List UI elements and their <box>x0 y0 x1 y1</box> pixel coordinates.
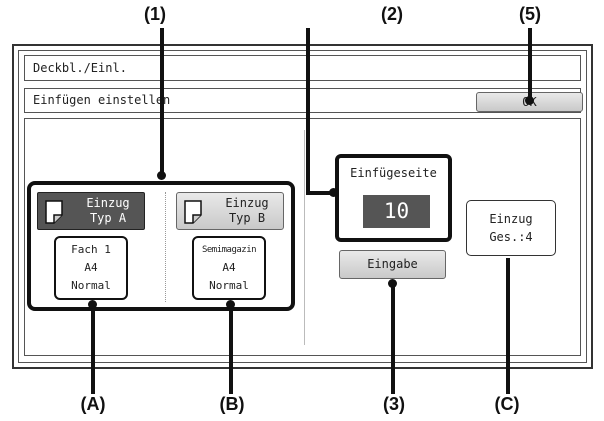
tray-a-info-size: A4 <box>84 261 98 274</box>
settings-header-text: Einfügen einstellen <box>33 93 171 107</box>
tray-b-info: Semimagazin A4 Normal <box>192 236 266 300</box>
leader-line-5 <box>528 28 532 101</box>
leader-line-2 <box>306 28 310 195</box>
callout-1: (1) <box>144 4 166 24</box>
insert-page-value[interactable]: 10 <box>363 195 430 228</box>
leader-line-a <box>91 304 95 394</box>
paper-icon <box>45 200 63 224</box>
screen-inner <box>18 50 587 363</box>
tray-b-info-tray: Semimagazin <box>201 245 257 255</box>
leader-line-2-h <box>306 191 334 195</box>
leader-line-3 <box>391 283 395 394</box>
leader-line-c <box>506 258 510 394</box>
tray-a-label-2: Typ A <box>89 211 127 225</box>
callout-c: (C) <box>494 394 520 414</box>
callout-2: (2) <box>381 4 403 24</box>
leader-dot-b <box>226 300 235 309</box>
leader-line-b <box>229 304 233 394</box>
tray-b-button[interactable]: Einzug Typ B <box>176 192 284 230</box>
total-feed-display: Einzug Ges.:4 <box>466 200 556 256</box>
enter-button-label: Eingabe <box>367 257 418 271</box>
tray-group <box>27 181 295 311</box>
total-feed-line1: Einzug <box>489 212 533 226</box>
tray-b-label-2: Typ B <box>228 211 266 225</box>
screen-title: Deckbl./Einl. <box>24 55 581 81</box>
callout-3: (3) <box>383 394 405 414</box>
callout-5: (5) <box>519 4 541 24</box>
tray-a-info-tray: Fach 1 <box>71 243 111 256</box>
leader-dot-3 <box>388 279 397 288</box>
screen-title-text: Deckbl./Einl. <box>33 61 127 75</box>
tray-a-label-1: Einzug <box>86 196 130 210</box>
tray-a-button[interactable]: Einzug Typ A <box>37 192 145 230</box>
tray-group-separator <box>165 192 166 302</box>
enter-button[interactable]: Eingabe <box>339 250 446 279</box>
tray-a-info-type: Normal <box>71 279 111 292</box>
leader-dot-5 <box>525 96 534 105</box>
leader-dot-1 <box>157 171 166 180</box>
leader-dot-a <box>88 300 97 309</box>
tray-b-info-type: Normal <box>209 279 249 292</box>
content-area <box>24 118 581 356</box>
insert-page-label: Einfügeseite <box>350 166 437 180</box>
panel-divider <box>304 130 305 345</box>
tray-a-info: Fach 1 A4 Normal <box>54 236 128 300</box>
leader-line-1 <box>160 28 164 175</box>
paper-icon <box>184 200 202 224</box>
callout-b: (B) <box>219 394 245 414</box>
callout-a: (A) <box>80 394 106 414</box>
leader-dot-2 <box>329 188 338 197</box>
total-feed-line2: Ges.:4 <box>489 230 533 244</box>
tray-b-info-size: A4 <box>222 261 236 274</box>
insert-page-panel: Einfügeseite 10 <box>335 154 452 242</box>
tray-b-label-1: Einzug <box>225 196 269 210</box>
